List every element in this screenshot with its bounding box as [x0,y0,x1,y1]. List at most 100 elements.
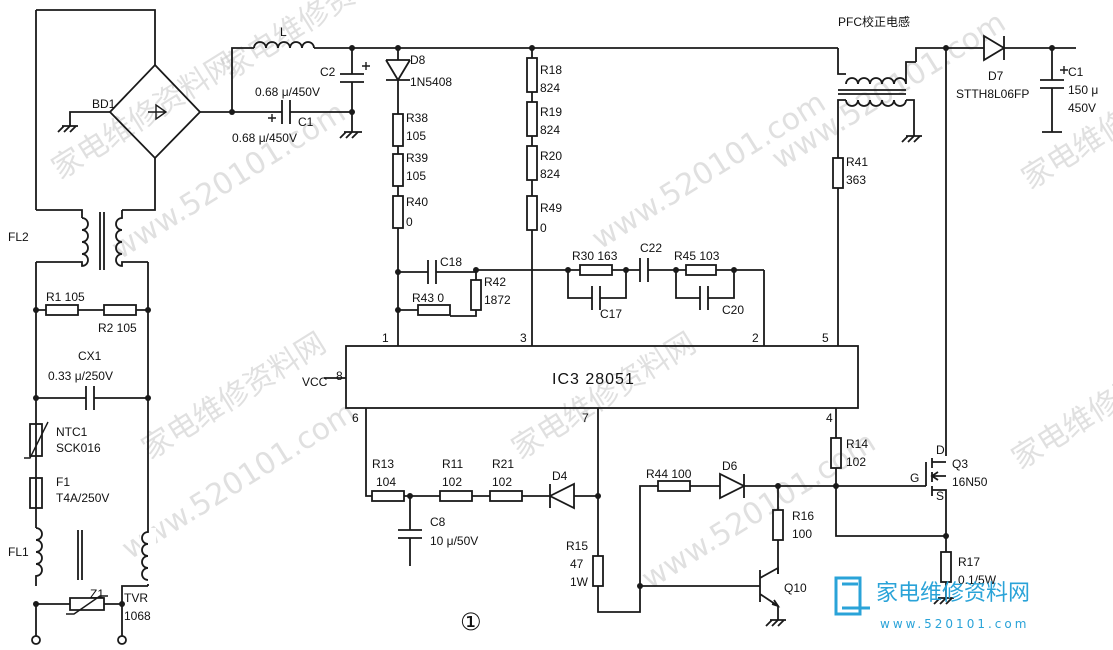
r20-resistor [526,145,538,181]
d4-label: D4 [552,469,568,483]
r40-resistor [392,195,404,229]
watermark-text: 家电维修资料网 [1006,336,1113,477]
ic3-body [345,345,859,409]
r15-label: R15 [566,539,588,553]
r21-value: 102 [492,475,512,489]
tvr-label: TVR [124,591,148,605]
z1-label: Z1 [90,587,104,601]
r1-label: R1 105 [46,290,85,304]
d8-label: D8 [410,53,426,67]
c20-label: C20 [722,303,744,317]
r18-label: R18 [540,63,562,77]
input-rail-section: L C2 0.68 μ/450V C1 0.68 μ/450V [229,25,838,145]
l-label: L [280,25,287,39]
r42-value: 1872 [484,293,511,307]
d6-label: D6 [722,459,738,473]
ac-terminal-1 [31,635,41,645]
cx1-label: CX1 [78,349,102,363]
r45-label: R45 103 [674,249,720,263]
r40-label: R40 [406,195,428,209]
c8-label: C8 [430,515,446,529]
ic3-label: IC3 28051 [552,371,635,388]
logo-text-url: www.520101.com [880,617,1029,631]
q3-pin-g: G [910,471,919,485]
r15-value1: 47 [570,557,584,571]
c22-label: C22 [640,241,662,255]
c2-label: C2 [320,65,336,79]
pfc-output-section: PFC校正电感 D7 STTH8L06FP C1 150 μ 450V R41 … [832,14,1098,456]
c1-out-value1: 150 μ [1068,83,1098,97]
driver-network: R44 100 D6 R16 100 Q10 [637,459,814,627]
r2-resistor [103,304,137,316]
r49-label: R49 [540,201,562,215]
r17-value: 0.1/5W [958,573,997,587]
r16-value: 100 [792,527,812,541]
inductor-l [253,41,315,49]
r15-value2: 1W [570,575,589,589]
watermark-text: www.520101.com [586,85,832,257]
c2-value: 0.68 μ/450V [255,85,320,99]
r19-resistor [526,101,538,137]
r30-resistor [579,264,613,276]
site-logo: 家电维修资料网 www.520101.com [834,576,1030,631]
tvr-value: 1068 [124,609,151,623]
figure-number: ① [460,608,482,636]
pin3-label: 3 [520,331,527,345]
r11-resistor [439,490,473,502]
r21-label: R21 [492,457,514,471]
logo-text-cn: 家电维修资料网 [876,581,1030,606]
c18-label: C18 [440,255,462,269]
bd1-label: BD1 [92,97,116,111]
r42-resistor [470,279,482,311]
r41-value: 363 [846,173,866,187]
r30-label: R30 163 [572,249,618,263]
r11-label: R11 [442,457,463,471]
r39-value: 105 [406,169,426,183]
r16-label: R16 [792,509,814,523]
c1-out-label: C1 [1068,65,1084,79]
compensation-network: C18 R42 1872 R43 0 R30 163 C22 R45 103 C… [395,241,765,346]
r43-label: R43 0 [412,291,444,305]
ic3-controller: IC3 28051 VCC 8 1 3 2 5 6 7 4 [302,331,859,425]
divider-chain: R18 824 R19 824 R20 824 R49 0 [526,45,562,346]
bottom-left-network: R13 104 R11 102 R21 102 D4 C8 10 μ/50V R… [365,408,641,613]
r11-value: 102 [442,475,462,489]
r17-resistor [940,551,952,583]
c1-out-value2: 450V [1068,101,1096,115]
pin1-label: 1 [382,331,389,345]
ntc1-thermistor [29,423,43,457]
d6-diode [719,472,747,500]
r1-resistor [45,304,79,316]
pfc-inductor-secondary [845,99,907,107]
r20-label: R20 [540,149,562,163]
r19-label: R19 [540,105,562,119]
pfc-inductor-primary [845,61,916,85]
r42-label: R42 [484,275,506,289]
r14-label: R14 [846,437,868,451]
cx1-value: 0.33 μ/250V [48,369,113,383]
r20-value: 824 [540,167,560,181]
r49-value: 0 [540,221,547,235]
c17-label: C17 [600,307,622,321]
input-filter-section: BD1 FL2 R1 105 R2 105 CX1 0.33 μ/250V NT… [8,9,232,645]
r45-resistor [685,264,717,276]
watermark-text: 家电维修资料网 [216,0,413,87]
r13-value: 104 [376,475,396,489]
r39-label: R39 [406,151,428,165]
r41-resistor [832,157,844,189]
r38-resistor [392,113,404,147]
ntc1-label: NTC1 [56,425,88,439]
r39-resistor [392,153,404,187]
r17-label: R17 [958,555,980,569]
r21-resistor [489,490,523,502]
r41-label: R41 [846,155,868,169]
fl2-label: FL2 [8,230,29,244]
r38-label: R38 [406,111,428,125]
pin7-label: 7 [582,411,589,425]
pin4-label: 4 [826,411,833,425]
switch-section: R14 102 D G S Q3 16N50 R17 0.1/5W [778,408,997,605]
r38-value: 105 [406,129,426,143]
q10-label: Q10 [784,581,807,595]
r40-value: 0 [406,215,413,229]
r44-resistor [657,480,691,492]
